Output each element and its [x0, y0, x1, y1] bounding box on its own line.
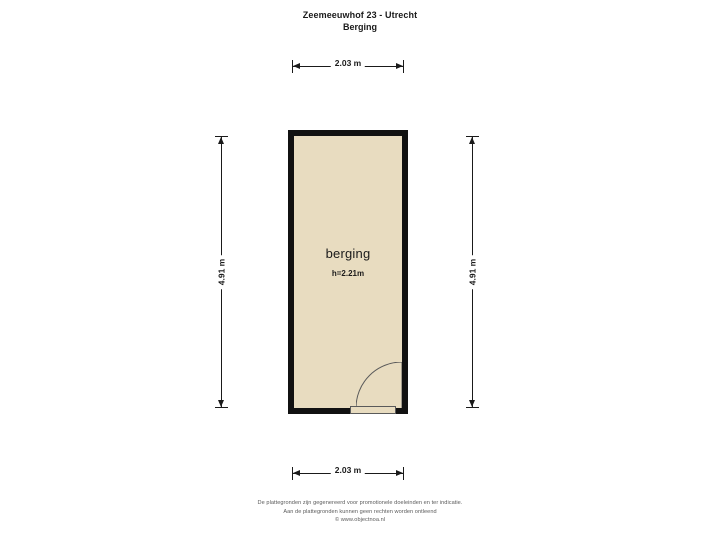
room-height-label: h=2.21m [331, 269, 365, 278]
page-title: Zeemeeuwhof 23 - Utrecht Berging [0, 9, 720, 33]
dimension-right-height-label: 4.91 m [467, 254, 479, 290]
dimension-right-height: 4.91 m [466, 136, 480, 408]
door-leaf [350, 406, 396, 414]
arrow-down-icon [468, 400, 475, 407]
dimension-bottom-width-label: 2.03 m [330, 465, 366, 476]
title-subject: Berging [342, 22, 377, 32]
dimension-tick-right [403, 467, 404, 480]
disclaimer-line-2: Aan de plattegronden kunnen geen rechten… [283, 508, 437, 515]
disclaimer-line-1: De plattegronden zijn gegenereerd voor p… [257, 500, 463, 506]
arrow-left-icon [293, 469, 300, 476]
dimension-tick-top [466, 136, 479, 137]
dimension-tick-top [215, 136, 228, 137]
arrow-right-icon [396, 469, 403, 476]
dimension-tick-left [292, 467, 293, 480]
arrow-right-icon [396, 62, 403, 69]
dimension-tick-right [403, 60, 404, 73]
disclaimer-line-3: © www.objectnoa.nl [334, 517, 386, 524]
door-swing-icon [356, 362, 402, 408]
arrow-down-icon [217, 400, 224, 407]
disclaimer: De plattegronden zijn gegenereerd voor p… [0, 499, 720, 525]
dimension-left-height: 4.91 m [215, 136, 229, 408]
title-address: Zeemeeuwhof 23 - Utrecht [302, 10, 418, 20]
dimension-tick-left [292, 60, 293, 73]
dimension-top-width-label: 2.03 m [330, 58, 366, 69]
dimension-tick-bottom [466, 407, 479, 408]
dimension-tick-bottom [215, 407, 228, 408]
dimension-left-height-label: 4.91 m [216, 254, 228, 290]
dimension-top-width: 2.03 m [292, 58, 404, 74]
dimension-bottom-width: 2.03 m [292, 465, 404, 481]
arrow-up-icon [468, 137, 475, 144]
room-label: berging [325, 246, 371, 261]
arrow-up-icon [217, 137, 224, 144]
arrow-left-icon [293, 62, 300, 69]
room-berging: berging h=2.21m [288, 130, 408, 414]
